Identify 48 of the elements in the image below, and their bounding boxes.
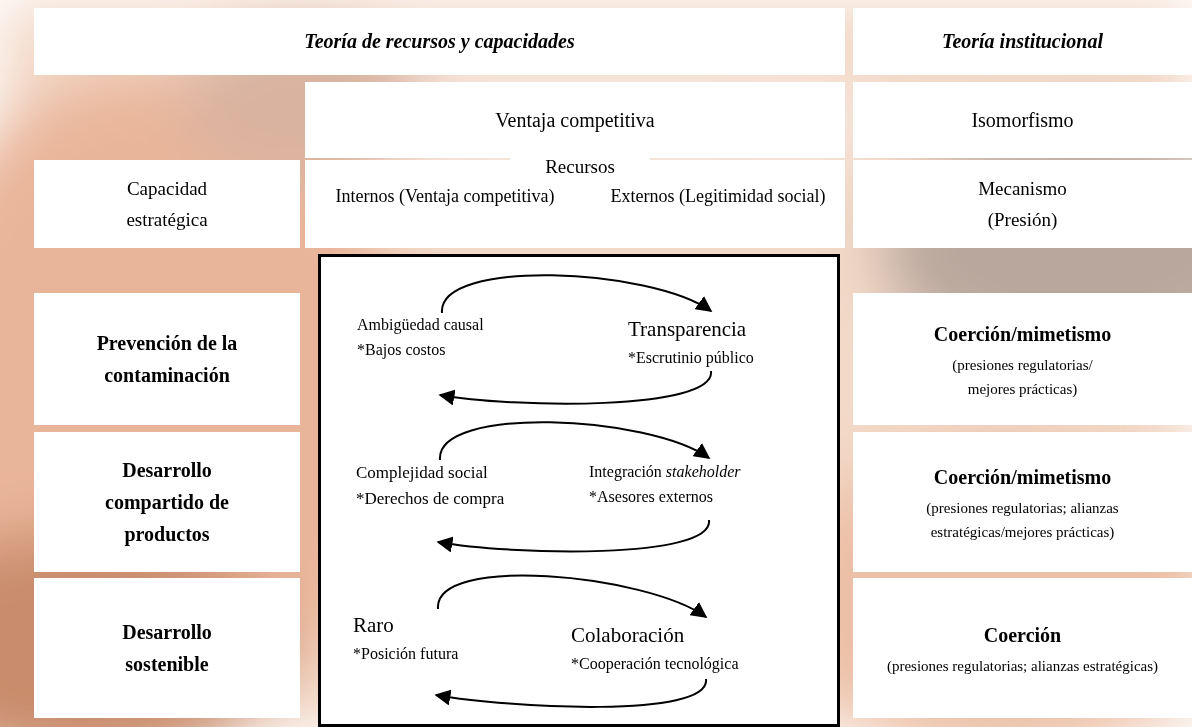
resource-label: Ambigüedad causal <box>357 315 485 336</box>
resource-detail: *Escrutinio público <box>628 347 755 369</box>
column-header-box <box>34 160 300 248</box>
resource-detail: *Asesores externos <box>589 486 714 507</box>
resource-detail: *Bajos costos <box>357 339 447 361</box>
resource-label: Complejidad social <box>356 462 489 484</box>
header-text: Teoría institucional <box>942 29 1103 54</box>
row-header-box <box>34 293 300 425</box>
row-header-text: Desarrollo compartido de productos <box>104 458 230 548</box>
resource-detail: *Posición futura <box>353 643 460 664</box>
resource-label: Integración stakeholder <box>589 462 742 483</box>
mechanism-box <box>853 578 1192 718</box>
row-header-text: Desarrollo sostenible <box>121 620 213 677</box>
column-header-text: Capacidad estratégica <box>125 176 209 232</box>
mechanism-detail: (presiones regulatorias; alianzas estratégicas) <box>886 656 1159 676</box>
header-text: Isomorfismo <box>971 107 1074 133</box>
curved-arrow <box>436 519 710 553</box>
resource-label: Colaboración <box>571 622 686 649</box>
column-header-text: Externos (Legitimidad social) <box>609 185 827 208</box>
column-header-text: Internos (Ventaja competitiva) <box>334 185 556 208</box>
row-header-box <box>34 432 300 572</box>
frame-box <box>318 254 840 727</box>
mechanism-title: Coerción <box>983 622 1062 648</box>
header-text: Ventaja competitiva <box>495 107 655 134</box>
row-header-text: Prevención de la contaminación <box>95 331 239 388</box>
row-header-box <box>34 578 300 718</box>
header-box <box>34 8 845 75</box>
mechanism-title: Coerción/mimetismo <box>933 464 1112 490</box>
mechanism-box <box>853 432 1192 572</box>
header-box <box>305 82 845 158</box>
curved-arrow <box>441 274 713 314</box>
mechanism-detail: (presiones regulatorias; alianzas estratégicas/mejores prácticas) <box>925 498 1120 542</box>
mechanism-box <box>853 293 1192 425</box>
header-text: Teoría de recursos y capacidades <box>304 29 575 55</box>
mechanism-title: Coerción/mimetismo <box>933 321 1112 347</box>
resource-label: Transparencia <box>628 316 748 343</box>
mechanism-detail: (presiones regulatorias/ mejores prácticas) <box>951 355 1094 399</box>
curved-arrow <box>438 370 712 405</box>
curved-arrow <box>437 574 708 618</box>
column-header-text: Mecanismo (Presión) <box>977 176 1068 232</box>
curved-arrow <box>434 678 707 708</box>
curved-arrow <box>439 421 711 461</box>
header-box <box>853 82 1192 158</box>
column-header-box <box>853 160 1192 248</box>
resource-detail: *Derechos de compra <box>356 488 506 511</box>
header-box <box>853 8 1192 75</box>
resource-label: Raro <box>353 612 395 639</box>
resource-detail: *Cooperación tecnológica <box>571 653 740 675</box>
